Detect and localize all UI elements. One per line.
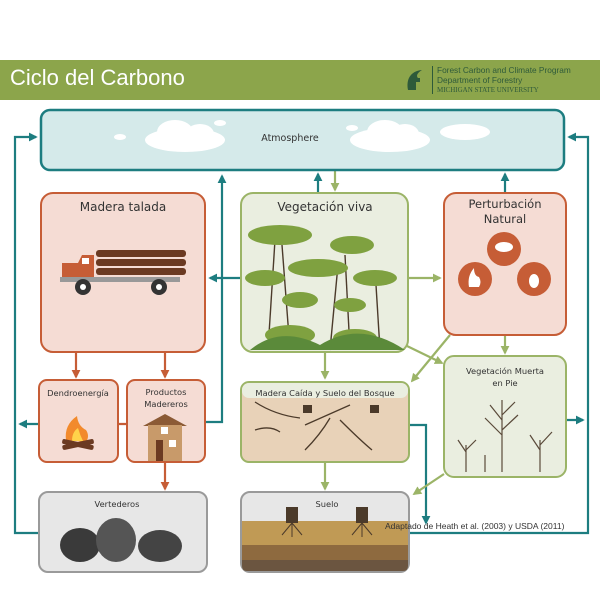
- green-arrows: [320, 171, 510, 495]
- arrow-floor-to-soil: [409, 423, 431, 525]
- forest-floor-label: Madera Caída y Suelo del Bosque: [255, 388, 394, 398]
- arrow-veg-to-standing-dead: [406, 345, 444, 364]
- spartan-helmet-icon: [407, 70, 422, 90]
- disturbance-label-2: Natural: [484, 212, 526, 226]
- stump-icon: [303, 405, 312, 413]
- soil-box: Suelo: [240, 491, 410, 573]
- cloud-icons: [114, 120, 490, 152]
- dead-trees-icon: [457, 400, 553, 472]
- soil-layers-icon: [242, 507, 408, 571]
- standing-dead-label-1: Vegetación Muerta: [466, 366, 544, 376]
- arrow-products-to-atmosphere: [205, 174, 227, 424]
- arrow-standing-dead-to-soil: [412, 473, 445, 495]
- landfills-box: Vertederos: [38, 491, 208, 573]
- arrow-disturbance-to-floor: [410, 334, 451, 383]
- soil-label: Suelo: [315, 499, 338, 509]
- house-icon: [143, 414, 187, 461]
- bioenergy-label: Dendroenergía: [47, 388, 109, 398]
- teal-arrows: [13, 132, 590, 535]
- logo-divider: [432, 66, 433, 94]
- wood-products-label-2: Madereros: [144, 399, 188, 409]
- wood-products-box: Productos Madereros: [126, 379, 206, 463]
- source-credit: Adaptado de Heath et al. (2003) y USDA (…: [385, 521, 565, 531]
- live-vegetation-label: Vegetación viva: [277, 200, 372, 214]
- arrow-soil-to-atmosphere: [409, 132, 590, 535]
- orange-arrows: [71, 352, 170, 491]
- stump-icon: [370, 405, 379, 413]
- logo-program: Forest Carbon and Climate Program: [437, 65, 571, 75]
- atmosphere-box: Atmosphere: [39, 108, 566, 172]
- harvested-wood-box: Madera talada: [40, 192, 206, 353]
- wood-products-label-1: Productos: [146, 387, 187, 397]
- arrow-landfill-to-atmosphere: [13, 132, 39, 535]
- logging-truck-icon: [60, 250, 186, 295]
- landfills-label: Vertederos: [95, 499, 140, 509]
- forest-floor-box: Madera Caída y Suelo del Bosque: [240, 381, 410, 463]
- logo-university: MICHIGAN STATE UNIVERSITY: [437, 86, 539, 94]
- fallen-branches-icon: [254, 401, 373, 451]
- campfire-icon: [62, 416, 94, 450]
- trash-bags-icon: [60, 518, 182, 562]
- natural-disturbance-box: Perturbación Natural: [443, 192, 567, 336]
- page-title: Ciclo del Carbono: [10, 65, 185, 90]
- logo-department: Department of Forestry: [437, 75, 523, 85]
- msu-logo: Forest Carbon and Climate Program Depart…: [404, 64, 594, 96]
- standing-dead-label-2: en Pie: [492, 378, 517, 388]
- forest-trees-icon: [245, 225, 405, 351]
- header-bar: Ciclo del Carbono Forest Carbon and Clim…: [0, 60, 600, 100]
- standing-dead-box: Vegetación Muerta en Pie: [443, 355, 567, 478]
- disturbance-label-1: Perturbación: [468, 197, 541, 211]
- atmosphere-label: Atmosphere: [261, 133, 319, 144]
- harvested-wood-label: Madera talada: [80, 200, 167, 214]
- live-vegetation-box: Vegetación viva: [240, 192, 409, 353]
- bioenergy-box: Dendroenergía: [38, 379, 119, 463]
